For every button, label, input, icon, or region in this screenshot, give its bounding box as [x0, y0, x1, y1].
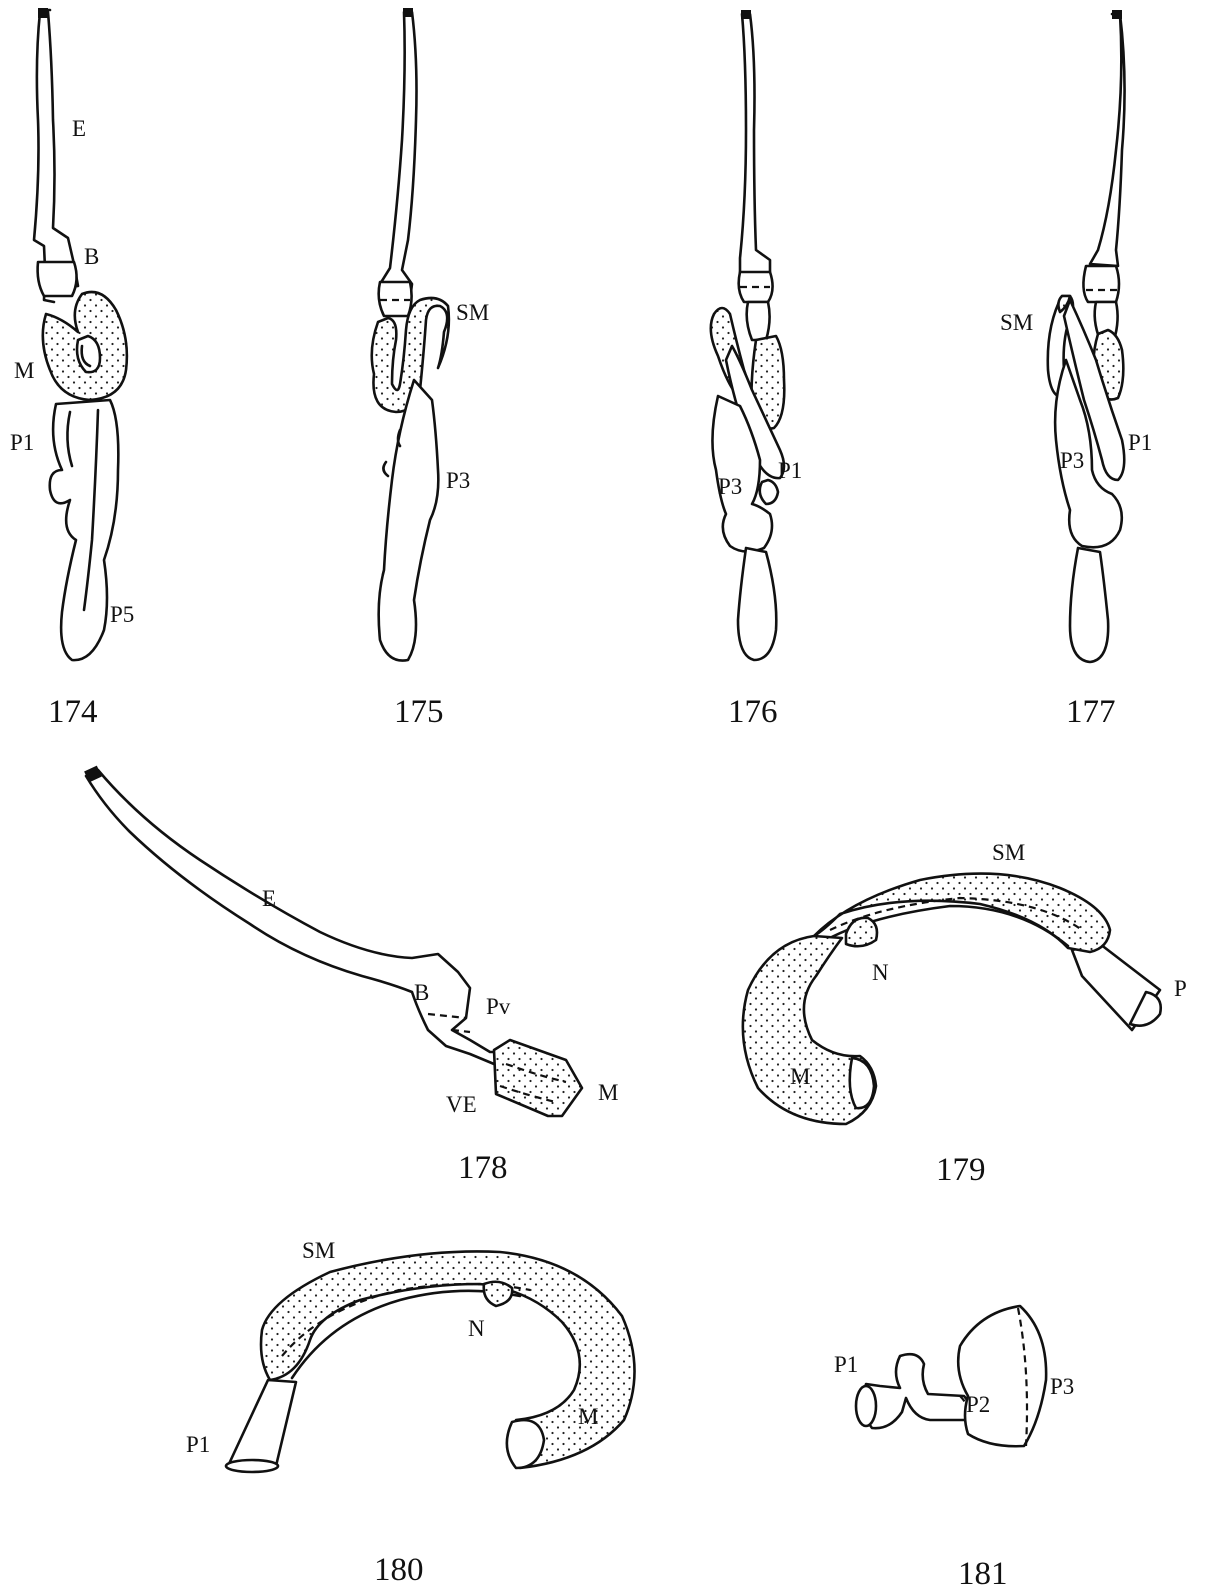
fig178-label-E: E	[262, 886, 276, 911]
fig180-label-N: N	[468, 1316, 485, 1341]
fig174-number: 174	[48, 694, 98, 730]
figure-178-drawing	[84, 766, 582, 1116]
figure-180-drawing	[226, 1251, 635, 1472]
fig179-number: 179	[936, 1152, 986, 1188]
figure-176-drawing	[711, 10, 784, 660]
fig175-label-SM: SM	[456, 300, 489, 325]
fig178-label-VE: VE	[446, 1092, 477, 1117]
fig177-number: 177	[1066, 694, 1116, 730]
fig177-label-SM: SM	[1000, 310, 1033, 335]
fig181-label-P1: P1	[834, 1352, 858, 1377]
figure-174-drawing	[34, 8, 127, 660]
fig179-label-N: N	[872, 960, 889, 985]
fig174-label-P1: P1	[10, 430, 34, 455]
fig174-label-E: E	[72, 116, 86, 141]
fig174-label-M: M	[14, 358, 34, 383]
fig175-label-P3: P3	[446, 468, 470, 493]
figure-175-drawing	[372, 8, 449, 661]
fig179-label-SM: SM	[992, 840, 1025, 865]
fig180-label-M: M	[578, 1404, 598, 1429]
fig177-label-P3: P3	[1060, 448, 1084, 473]
figure-181-drawing	[856, 1306, 1046, 1446]
fig177-label-P1: P1	[1128, 430, 1152, 455]
fig181-label-P2: P2	[966, 1392, 990, 1417]
fig175-number: 175	[394, 694, 444, 730]
fig181-number: 181	[958, 1556, 1008, 1589]
fig180-number: 180	[374, 1552, 424, 1588]
fig178-number: 178	[458, 1150, 508, 1186]
fig174-label-B: B	[84, 244, 99, 269]
fig178-label-B: B	[414, 980, 429, 1005]
fig178-label-Pv: Pv	[486, 994, 511, 1019]
fig179-label-M: M	[790, 1064, 810, 1089]
figure-177-drawing	[1048, 10, 1125, 662]
fig176-number: 176	[728, 694, 778, 730]
fig179-label-P: P	[1174, 976, 1187, 1001]
fig176-label-P3: P3	[718, 474, 742, 499]
fig174-label-P5: P5	[110, 602, 134, 627]
fig176-label-P1: P1	[778, 458, 802, 483]
fig181-label-P3: P3	[1050, 1374, 1074, 1399]
fig180-label-SM: SM	[302, 1238, 335, 1263]
fig178-label-M: M	[598, 1080, 618, 1105]
fig180-label-P1: P1	[186, 1432, 210, 1457]
